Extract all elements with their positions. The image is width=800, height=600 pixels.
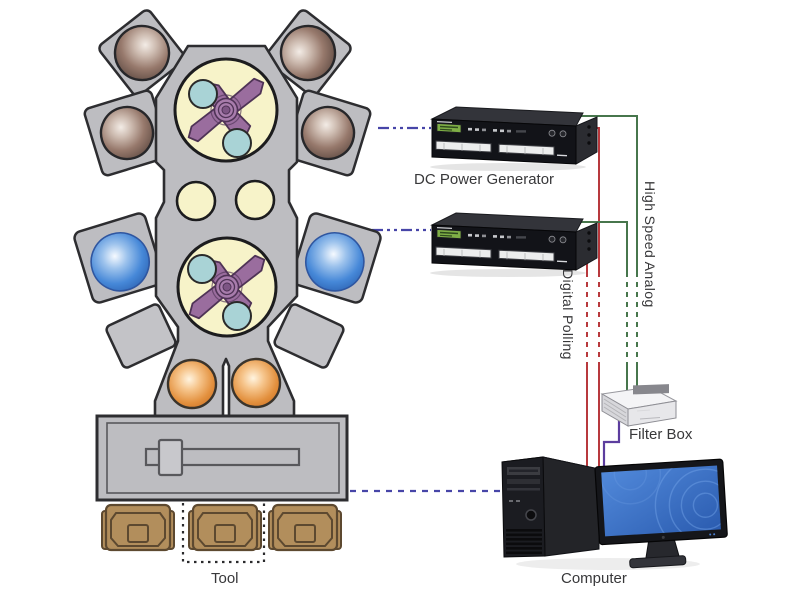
process-chamber-mid-right bbox=[284, 89, 372, 177]
target-sphere bbox=[113, 24, 171, 82]
digital-polling-label: Digital Polling bbox=[560, 269, 576, 360]
target-sphere bbox=[300, 105, 356, 161]
track-carriage bbox=[157, 438, 184, 477]
high-speed-analog-label: High Speed Analog bbox=[642, 181, 658, 308]
computer bbox=[501, 456, 728, 570]
wafer bbox=[188, 79, 218, 109]
dc-power-generator-2 bbox=[429, 212, 598, 278]
load-port-3 bbox=[267, 503, 343, 552]
dc-power-generator-label: DC Power Generator bbox=[414, 171, 555, 188]
filter-box bbox=[600, 384, 678, 427]
power-button bbox=[525, 509, 537, 521]
process-chamber-blue-right bbox=[290, 212, 382, 304]
process-chamber-top-left bbox=[98, 9, 186, 97]
pass-through-port-right bbox=[234, 179, 276, 221]
load-port-2 bbox=[187, 503, 263, 552]
empty-port-left bbox=[105, 303, 177, 369]
target-sphere bbox=[279, 24, 337, 82]
filter-box-label: Filter Box bbox=[629, 426, 693, 443]
tool-schematic bbox=[73, 9, 382, 564]
efem-module bbox=[95, 414, 349, 502]
load-lock-left bbox=[166, 358, 218, 410]
filter-box-label-strip bbox=[633, 384, 669, 395]
wafer bbox=[187, 254, 217, 284]
monitor-screen bbox=[601, 465, 721, 537]
empty-port-right bbox=[273, 303, 345, 369]
computer-tower bbox=[501, 456, 600, 558]
selected-port-outline bbox=[181, 503, 266, 564]
process-chamber-mid-left bbox=[83, 89, 171, 177]
wafer bbox=[222, 128, 252, 158]
computer-label: Computer bbox=[561, 570, 627, 587]
robot-track bbox=[144, 447, 301, 467]
dc-power-generator-1 bbox=[429, 106, 598, 172]
blue-sphere bbox=[90, 232, 150, 292]
pass-through-port-left bbox=[175, 180, 217, 222]
blue-sphere bbox=[305, 232, 365, 292]
filterbox-to-computer-line bbox=[602, 419, 621, 471]
load-lock-right bbox=[230, 357, 282, 409]
wafer bbox=[222, 301, 252, 331]
tool-link-lines bbox=[350, 126, 506, 493]
process-chamber-blue-left bbox=[73, 212, 165, 304]
tool-label: Tool bbox=[211, 570, 239, 587]
computer-monitor bbox=[594, 458, 728, 569]
target-sphere bbox=[99, 105, 155, 161]
process-chamber-top-right bbox=[264, 9, 352, 97]
load-port-1 bbox=[100, 503, 176, 552]
